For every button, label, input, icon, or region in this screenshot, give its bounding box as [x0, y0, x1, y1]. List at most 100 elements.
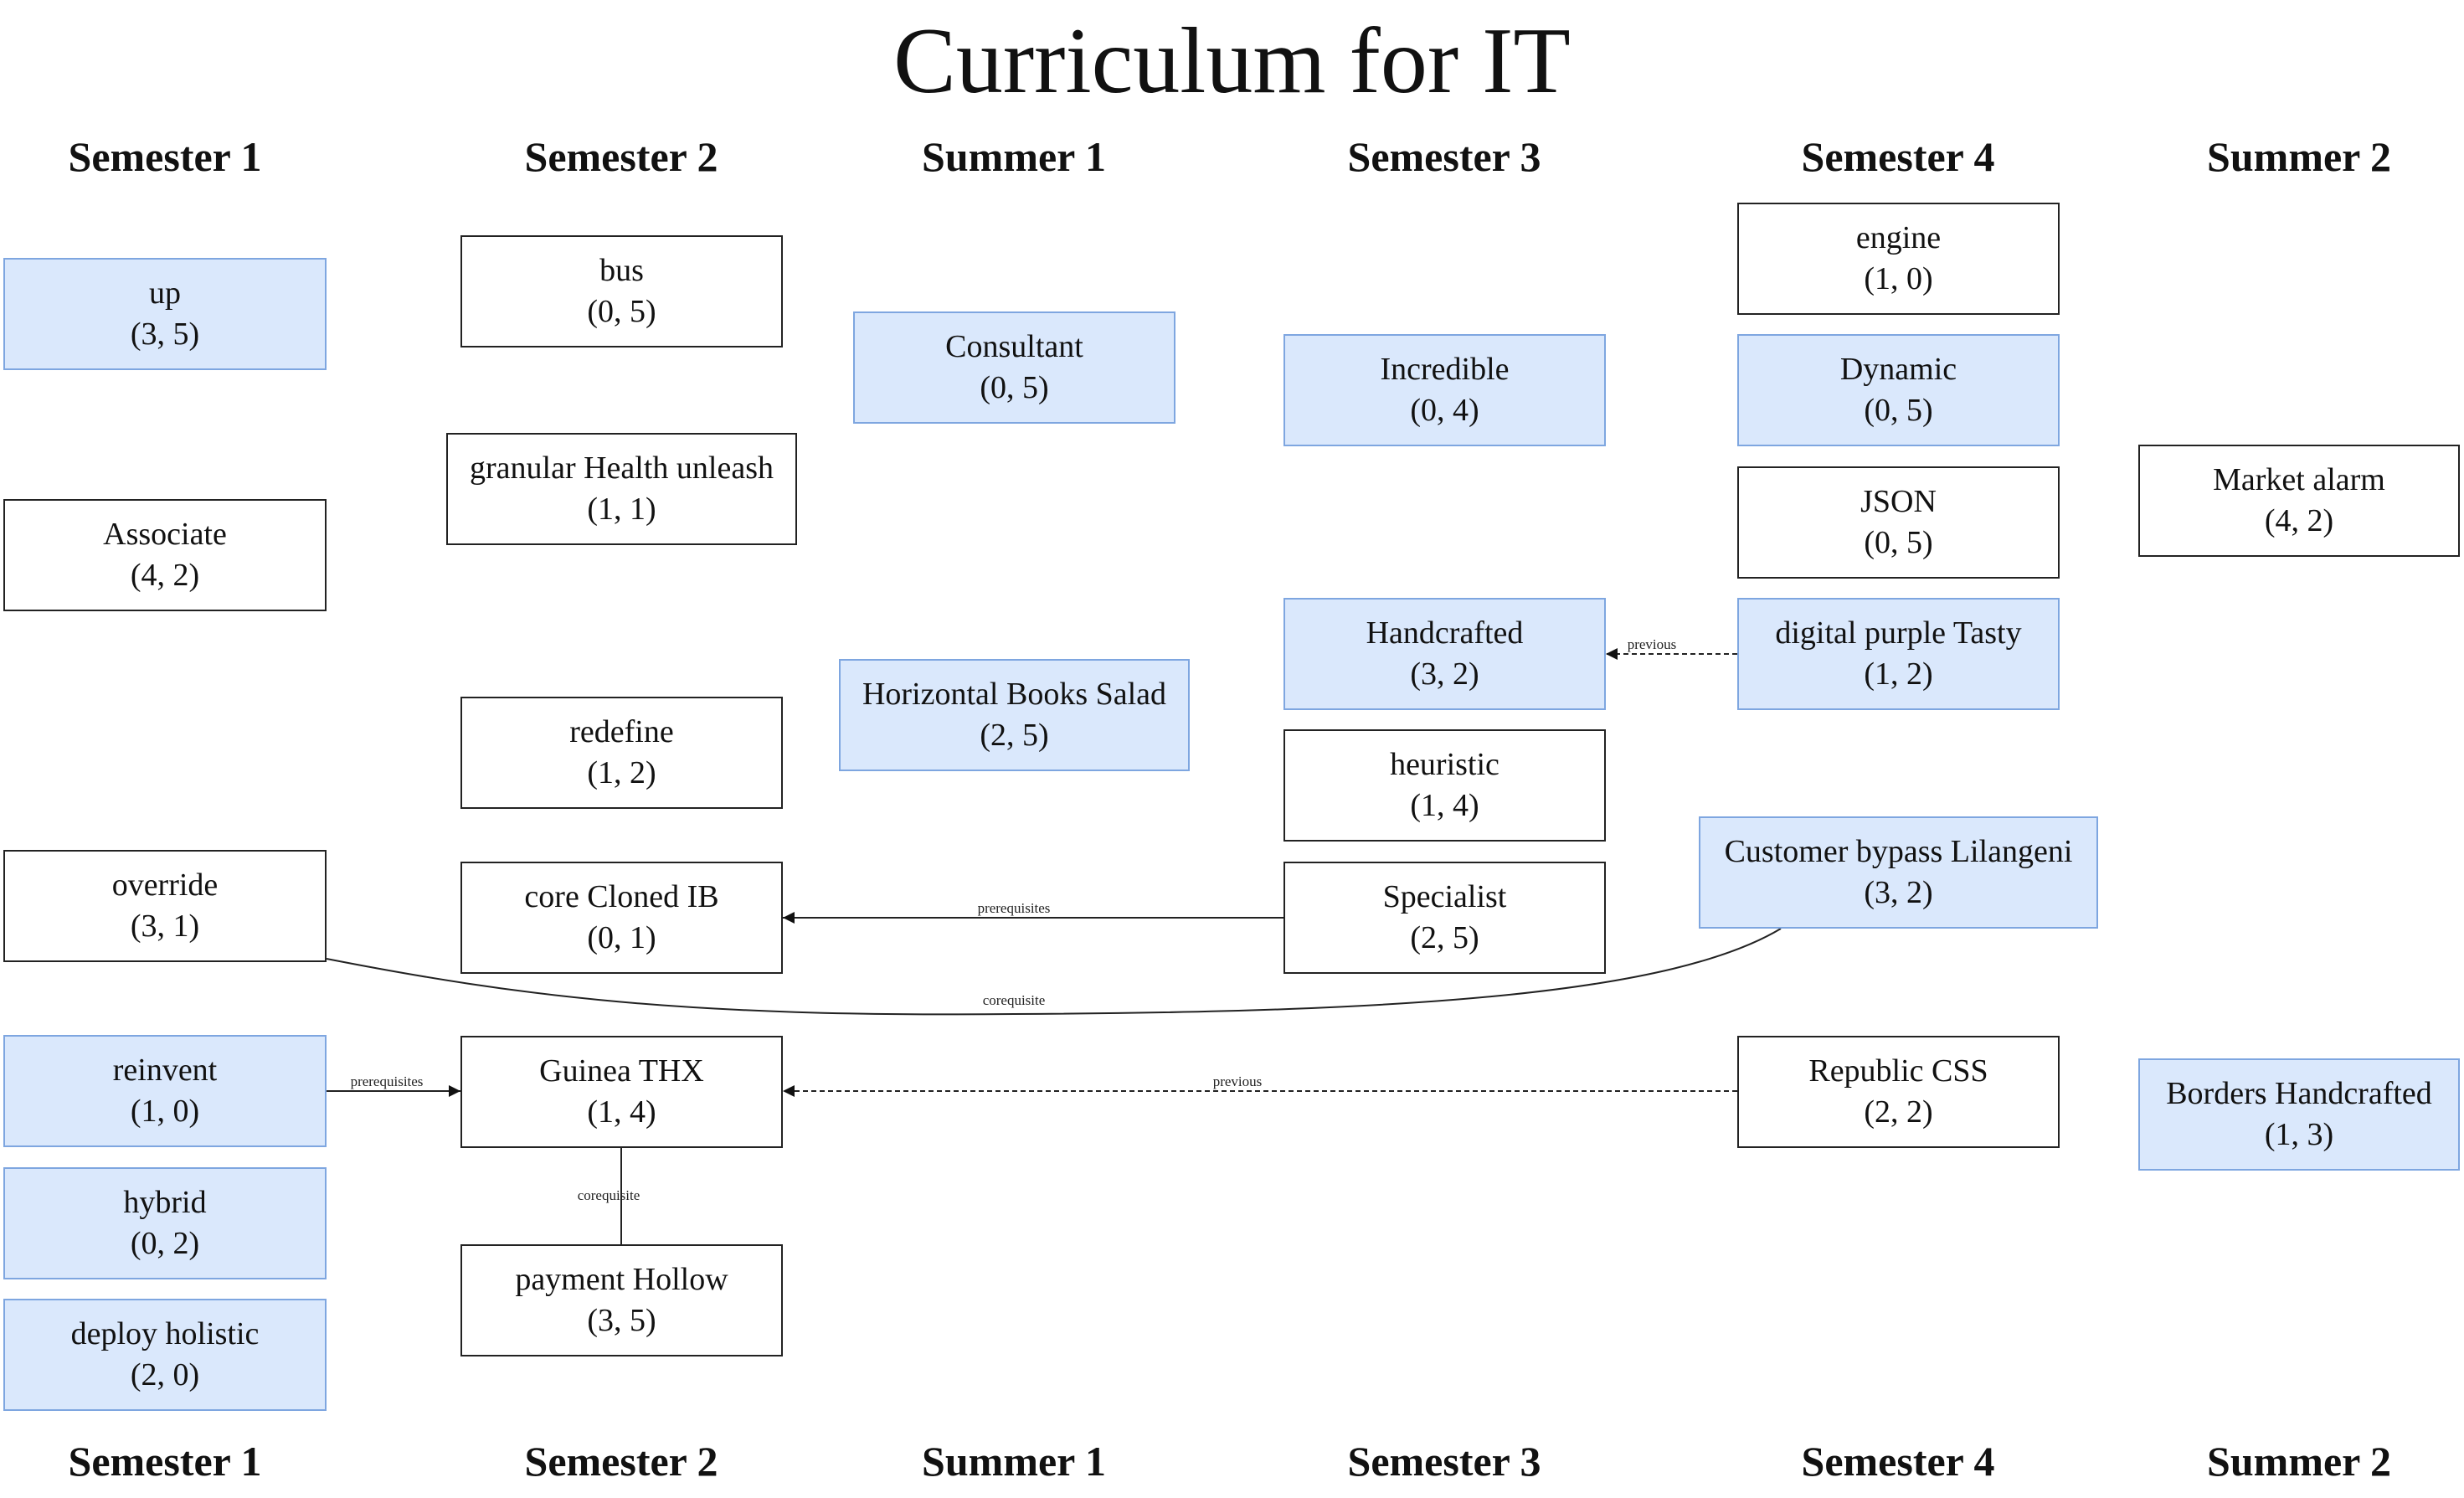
link-label-override-customer: corequisite: [983, 992, 1046, 1008]
course-hybrid[interactable]: hybrid (0, 2): [3, 1167, 327, 1279]
course-name: engine: [1855, 220, 1942, 255]
course-credits: (2, 2): [1864, 1094, 1933, 1130]
course-name: up: [149, 275, 181, 311]
course-engine[interactable]: engine (1, 0): [1737, 203, 2060, 315]
course-name: reinvent: [112, 1053, 218, 1088]
course-handcrafted[interactable]: Handcrafted (3, 2): [1283, 598, 1606, 710]
column-header-s4-top: Semester 4: [1801, 133, 1995, 180]
course-override[interactable]: override (3, 1): [3, 850, 327, 962]
course-digital-purple-tasty[interactable]: digital purple Tasty (1, 2): [1737, 598, 2060, 710]
course-json[interactable]: JSON (0, 5): [1737, 466, 2060, 579]
course-credits: (0, 1): [587, 920, 656, 955]
column-header-s1-top: Semester 1: [68, 133, 262, 180]
course-associate[interactable]: Associate (4, 2): [3, 499, 327, 611]
column-header-s1-bottom: Semester 1: [68, 1438, 262, 1485]
course-name: Associate: [103, 517, 227, 552]
course-incredible[interactable]: Incredible (0, 4): [1283, 334, 1606, 446]
course-name: Horizontal Books Salad: [862, 677, 1167, 712]
course-credits: (1, 2): [1864, 656, 1933, 692]
link-label-reinvent-guinea: prerequisites: [351, 1073, 424, 1089]
course-credits: (1, 0): [130, 1094, 200, 1129]
course-name: hybrid: [123, 1185, 207, 1220]
course-name: Specialist: [1382, 879, 1507, 914]
course-name: bus: [599, 253, 644, 288]
course-reinvent[interactable]: reinvent (1, 0): [3, 1035, 327, 1147]
course-credits: (1, 1): [587, 492, 656, 527]
course-credits: (4, 2): [130, 558, 200, 593]
course-name: Guinea THX: [539, 1053, 704, 1089]
course-guinea-thx[interactable]: Guinea THX (1, 4): [460, 1036, 783, 1148]
course-specialist[interactable]: Specialist (2, 5): [1283, 862, 1606, 974]
link-override-customer: [326, 928, 1782, 1016]
course-name: payment Hollow: [515, 1262, 728, 1297]
column-header-u1-top: Summer 1: [922, 133, 1106, 180]
course-credits: (0, 5): [1864, 393, 1933, 428]
course-core-cloned-ib[interactable]: core Cloned IB (0, 1): [460, 862, 783, 974]
course-credits: (1, 4): [1410, 788, 1479, 823]
course-name: Dynamic: [1839, 352, 1957, 387]
course-consultant[interactable]: Consultant (0, 5): [853, 311, 1175, 424]
link-label-specialist-core: prerequisites: [978, 900, 1051, 916]
course-credits: (2, 0): [130, 1357, 200, 1392]
course-market-alarm[interactable]: Market alarm (4, 2): [2138, 445, 2460, 557]
course-name: digital purple Tasty: [1775, 615, 2022, 651]
course-credits: (0, 5): [1864, 525, 1933, 560]
link-label-digital-handcrafted: previous: [1628, 636, 1677, 652]
course-name: Republic CSS: [1808, 1053, 1988, 1089]
course-deploy-holistic[interactable]: deploy holistic (2, 0): [3, 1299, 327, 1411]
course-name: Borders Handcrafted: [2166, 1076, 2432, 1111]
course-credits: (1, 4): [587, 1094, 656, 1130]
course-horizontal-books-salad[interactable]: Horizontal Books Salad (2, 5): [839, 659, 1190, 771]
course-payment-hollow[interactable]: payment Hollow (3, 5): [460, 1244, 783, 1356]
course-name: override: [111, 867, 219, 903]
course-credits: (0, 4): [1410, 393, 1479, 428]
course-credits: (0, 5): [587, 294, 656, 329]
course-bus[interactable]: bus (0, 5): [460, 235, 783, 347]
course-up[interactable]: up (3, 5): [3, 258, 327, 370]
course-name: heuristic: [1390, 747, 1499, 782]
column-header-s3-top: Semester 3: [1347, 133, 1541, 180]
column-header-u2-bottom: Summer 2: [2207, 1438, 2391, 1485]
course-name: JSON: [1860, 484, 1937, 519]
course-name: Incredible: [1380, 352, 1510, 387]
course-credits: (3, 1): [130, 909, 200, 944]
column-header-s3-bottom: Semester 3: [1347, 1438, 1541, 1485]
course-credits: (3, 2): [1864, 875, 1933, 910]
course-credits: (3, 5): [587, 1303, 656, 1338]
course-granular-health-unleash[interactable]: granular Health unleash (1, 1): [446, 433, 797, 545]
course-credits: (3, 5): [130, 317, 200, 352]
course-name: granular Health unleash: [470, 450, 774, 486]
course-name: deploy holistic: [70, 1316, 260, 1351]
column-header-s2-top: Semester 2: [524, 133, 718, 180]
course-republic-css[interactable]: Republic CSS (2, 2): [1737, 1036, 2060, 1148]
course-name: Customer bypass Lilangeni: [1724, 834, 2073, 869]
course-credits: (2, 5): [980, 718, 1049, 753]
link-label-guinea-payment: corequisite: [578, 1187, 640, 1203]
column-header-u1-bottom: Summer 1: [922, 1438, 1106, 1485]
page-title: Curriculum for IT: [893, 9, 1571, 113]
course-name: Handcrafted: [1366, 615, 1524, 651]
course-name: Market alarm: [2213, 462, 2385, 497]
course-credits: (3, 2): [1410, 656, 1479, 692]
course-borders-handcrafted[interactable]: Borders Handcrafted (1, 3): [2138, 1058, 2460, 1171]
course-credits: (2, 5): [1410, 920, 1479, 955]
course-name: Consultant: [945, 329, 1083, 364]
column-header-s2-bottom: Semester 2: [524, 1438, 718, 1485]
course-credits: (4, 2): [2264, 503, 2334, 538]
course-redefine[interactable]: redefine (1, 2): [460, 697, 783, 809]
column-header-s4-bottom: Semester 4: [1801, 1438, 1995, 1485]
course-credits: (1, 2): [587, 755, 656, 790]
course-credits: (1, 3): [2264, 1117, 2334, 1152]
course-credits: (0, 5): [980, 370, 1049, 405]
link-label-republic-guinea: previous: [1213, 1073, 1263, 1089]
course-dynamic[interactable]: Dynamic (0, 5): [1737, 334, 2060, 446]
course-heuristic[interactable]: heuristic (1, 4): [1283, 729, 1606, 842]
course-credits: (0, 2): [130, 1226, 200, 1261]
course-name: core Cloned IB: [524, 879, 719, 914]
course-customer-bypass-lilangeni[interactable]: Customer bypass Lilangeni (3, 2): [1699, 816, 2098, 929]
course-credits: (1, 0): [1864, 261, 1933, 296]
course-name: redefine: [569, 714, 674, 749]
column-header-u2-top: Summer 2: [2207, 133, 2391, 180]
